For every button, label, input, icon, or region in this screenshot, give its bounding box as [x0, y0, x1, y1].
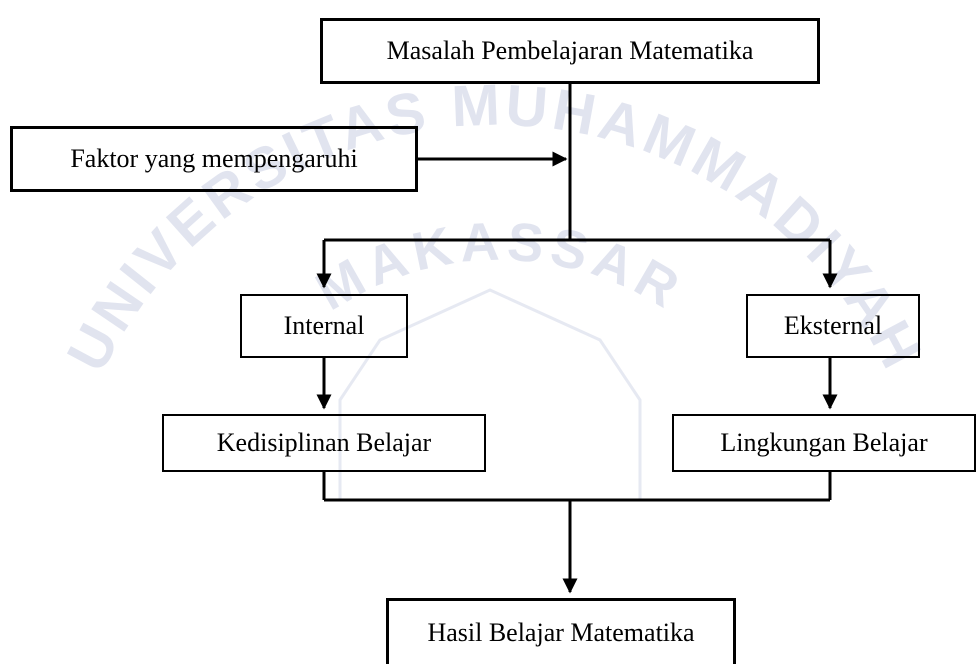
node-factors: Faktor yang mempengaruhi — [10, 126, 418, 192]
node-external: Eksternal — [746, 294, 920, 358]
node-problem: Masalah Pembelajaran Matematika — [320, 18, 820, 84]
node-result: Hasil Belajar Matematika — [386, 598, 736, 664]
node-internal: Internal — [240, 294, 408, 358]
node-discipline: Kedisiplinan Belajar — [162, 414, 486, 472]
node-environment: Lingkungan Belajar — [672, 414, 976, 472]
connectors — [316, 84, 838, 594]
